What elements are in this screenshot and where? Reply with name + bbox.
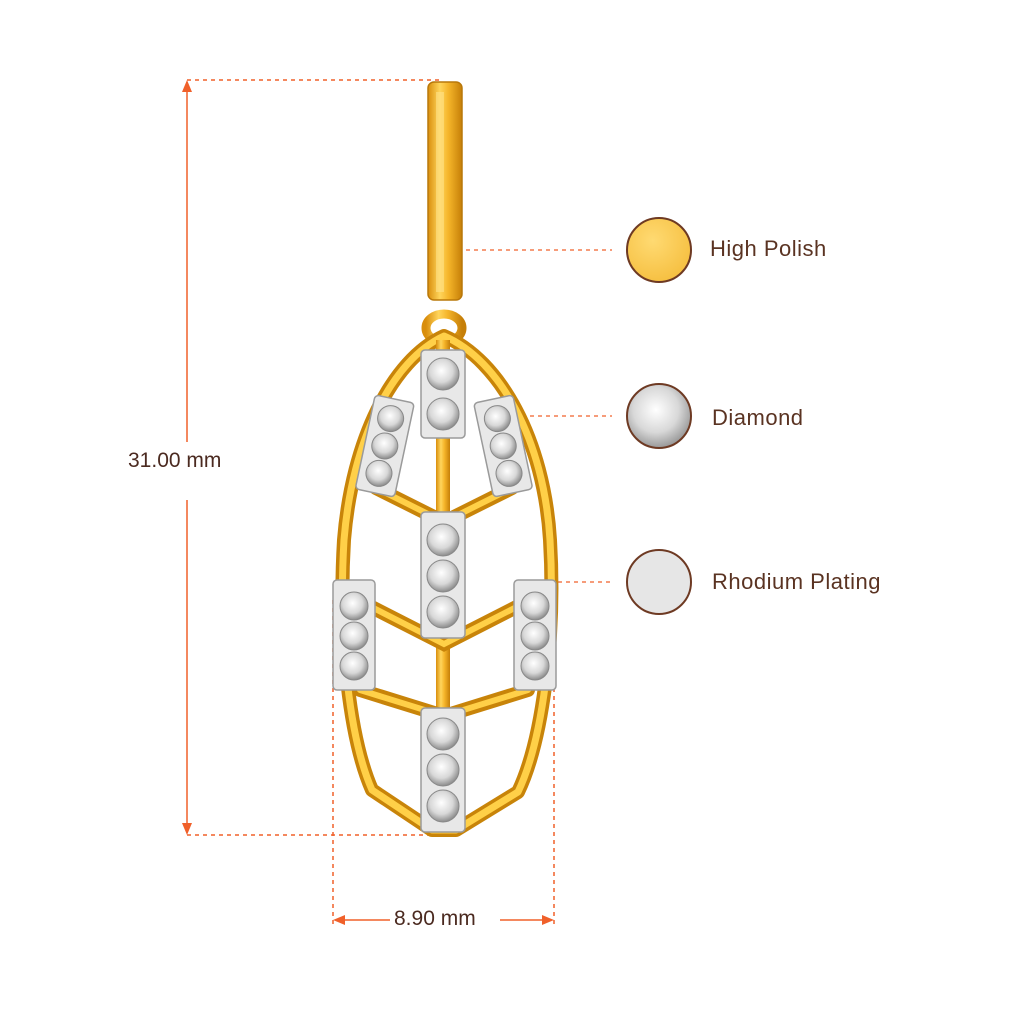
rhodium-swatch-icon <box>626 549 692 615</box>
width-dimension-label: 8.90 mm <box>394 907 476 931</box>
diamond-swatch-icon <box>626 383 692 449</box>
earring <box>332 81 559 837</box>
height-dimension-line <box>182 79 450 836</box>
height-dimension-label: 31.00 mm <box>128 449 222 473</box>
legend-label-rhodium-plating: Rhodium Plating <box>712 569 881 594</box>
width-dimension-line <box>332 600 555 928</box>
gold-swatch-icon <box>626 217 692 283</box>
leader-lines <box>442 249 612 583</box>
legend-label-diamond: Diamond <box>712 405 804 430</box>
diamond-settings <box>332 349 557 833</box>
legend-label-high-polish: High Polish <box>710 236 827 261</box>
